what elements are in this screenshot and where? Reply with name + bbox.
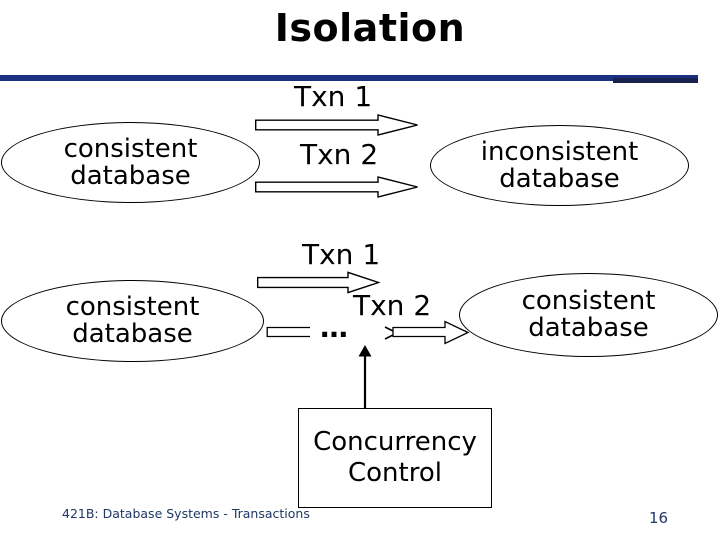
txn1-short-arrow-icon	[257, 271, 381, 294]
consistent-database-ellipse-top: consistent database	[1, 122, 260, 203]
ellipsis-break: …	[320, 311, 349, 344]
title-underline	[0, 75, 698, 81]
txn1-right-arrow-icon	[255, 114, 418, 136]
ellipse-text-line2: database	[70, 160, 191, 191]
control-box-line2: Control	[348, 458, 442, 488]
ellipse-text-line1: consistent	[521, 286, 656, 316]
consistent-database-ellipse-bottom-left: consistent database	[1, 280, 264, 362]
slide-number: 16	[649, 509, 669, 527]
ellipse-text-line2: database	[499, 163, 620, 194]
ellipse-text-line1: consistent	[63, 133, 198, 164]
txn2-label-bottom: Txn 2	[353, 289, 432, 322]
ellipse-text-line2: database	[528, 313, 649, 343]
txn2-delayed-arrow-icon	[266, 320, 470, 345]
txn1-label-top: Txn 1	[294, 80, 373, 113]
txn2-label-top: Txn 2	[300, 138, 379, 171]
ellipse-text-line1: inconsistent	[480, 136, 639, 167]
consistent-database-ellipse-bottom-right: consistent database	[459, 273, 718, 357]
inconsistent-database-ellipse: inconsistent database	[430, 125, 689, 206]
up-arrow-icon	[358, 345, 372, 409]
txn2-right-arrow-icon	[255, 176, 418, 198]
footer-course-label: 421B: Database Systems - Transactions	[62, 506, 310, 521]
ellipse-text-line2: database	[72, 319, 193, 349]
concurrency-control-box: Concurrency Control	[298, 408, 492, 508]
ellipse-text-line1: consistent	[65, 292, 200, 322]
control-box-line1: Concurrency	[313, 427, 477, 457]
title-underline-end	[613, 78, 698, 83]
txn1-label-bottom: Txn 1	[302, 238, 381, 271]
slide-title: Isolation	[274, 6, 466, 50]
